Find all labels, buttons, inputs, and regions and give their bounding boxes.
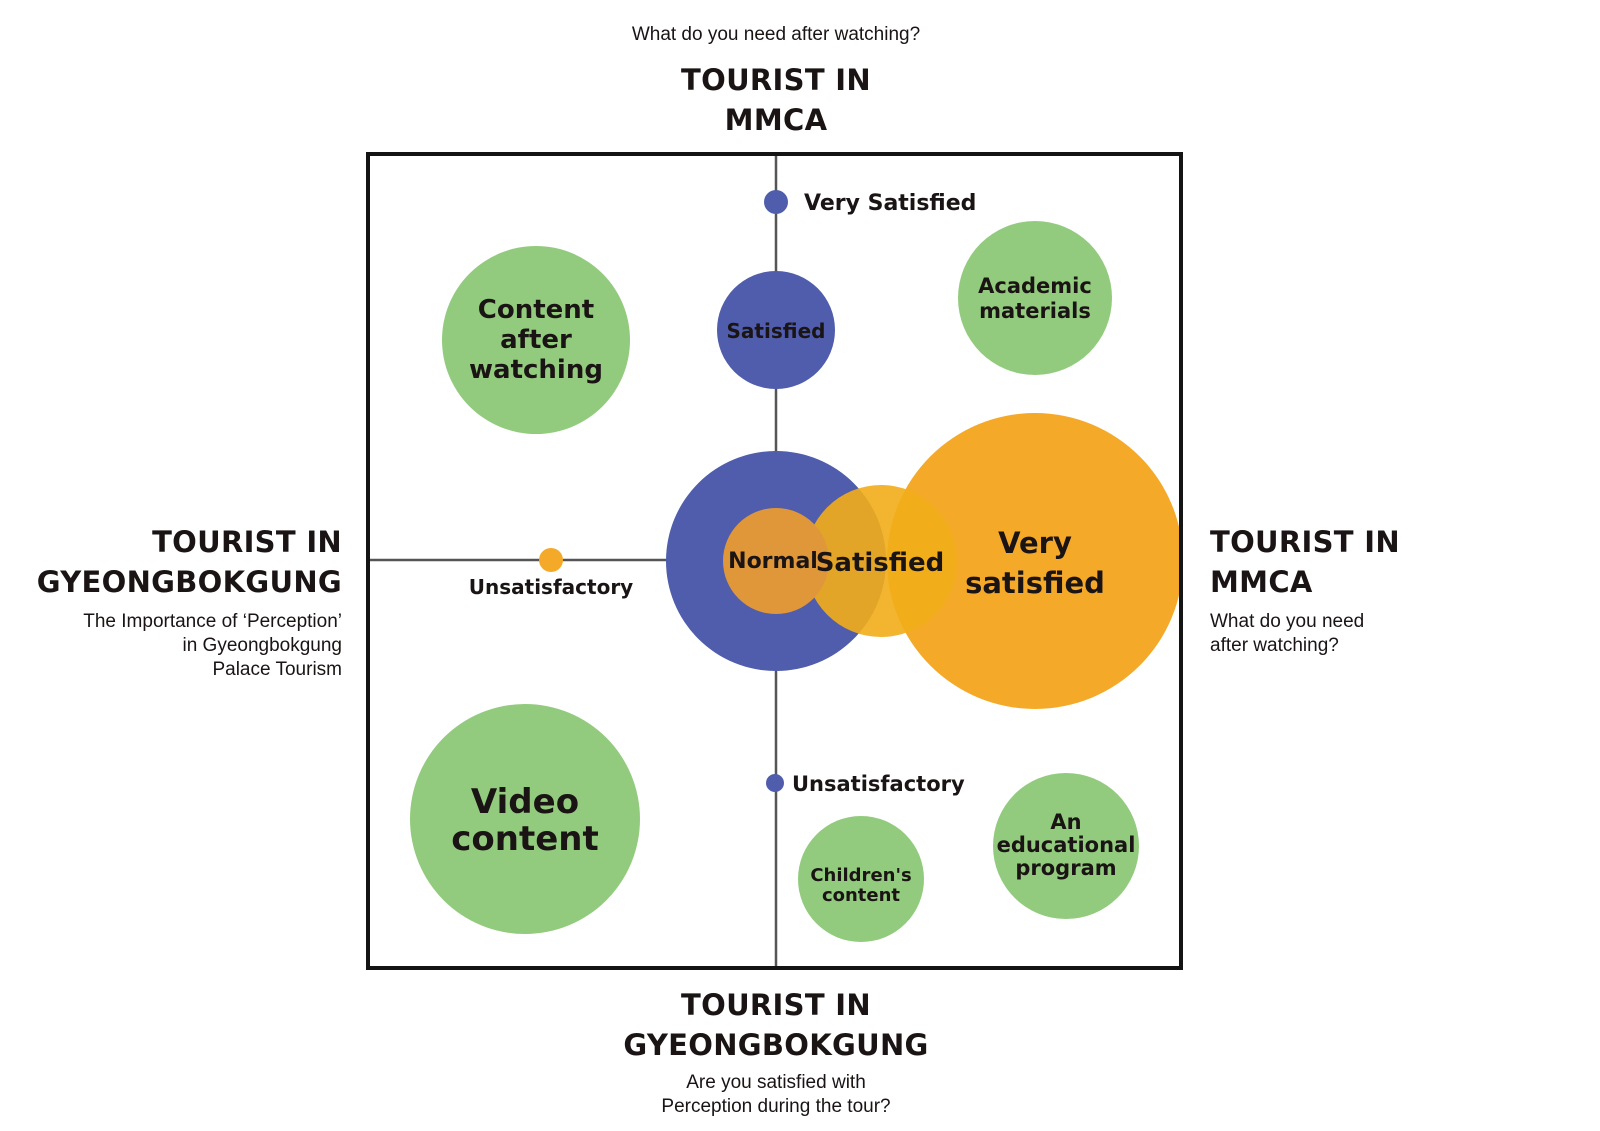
unsatisfactory-blue-label: Unsatisfactory bbox=[792, 772, 965, 796]
satisfied-orange-label: Satisfied bbox=[816, 548, 945, 578]
children-label-1: Children's bbox=[810, 865, 911, 886]
left-sub-line3: Palace Tourism bbox=[212, 659, 342, 680]
bottom-title-line2: GYEONGBOKGUNG bbox=[623, 1028, 929, 1062]
unsatisfactory-blue-dot bbox=[766, 774, 784, 792]
left-subtitle: The Importance of ‘Perception’ in Gyeong… bbox=[20, 610, 342, 682]
bottom-title-line1: TOURIST IN bbox=[681, 988, 871, 1022]
content-label-3: watching bbox=[469, 355, 603, 385]
normal-label: Normal bbox=[728, 549, 818, 574]
very-satisfied-blue-dot bbox=[764, 190, 788, 214]
very-satisfied-blue-label: Very Satisfied bbox=[804, 191, 976, 216]
edu-label-3: program bbox=[1015, 856, 1116, 880]
satisfied-blue-label: Satisfied bbox=[727, 319, 826, 343]
right-subtitle: What do you need after watching? bbox=[1210, 610, 1570, 658]
left-title: TOURIST IN GYEONGBOKGUNG bbox=[20, 522, 342, 602]
bottom-sub-line1: Are you satisfied with bbox=[686, 1072, 866, 1093]
children-label-2: content bbox=[822, 885, 900, 906]
content-after-watching-bubble bbox=[442, 246, 630, 434]
left-sub-line2: in Gyeongbokgung bbox=[182, 635, 342, 656]
video-label-1: Video bbox=[471, 782, 579, 822]
top-title-line1: TOURIST IN bbox=[681, 63, 871, 97]
very-satisfied-orange-label-1: Very bbox=[998, 526, 1072, 560]
edu-label-1: An bbox=[1050, 810, 1081, 834]
top-title-line2: MMCA bbox=[724, 103, 828, 137]
quadrant-frame bbox=[366, 152, 1183, 970]
top-title: TOURIST IN MMCA bbox=[576, 60, 976, 140]
content-label-1: Content bbox=[478, 295, 594, 325]
bottom-title: TOURIST IN GYEONGBOKGUNG bbox=[576, 985, 976, 1065]
satisfied-orange-bubble bbox=[805, 485, 957, 637]
right-title-line1: TOURIST IN bbox=[1210, 525, 1400, 559]
right-title-line2: MMCA bbox=[1210, 565, 1313, 599]
childrens-content-bubble bbox=[798, 816, 924, 942]
academic-label-2: materials bbox=[979, 299, 1091, 323]
right-title: TOURIST IN MMCA bbox=[1210, 522, 1570, 602]
unsatisfactory-orange-dot bbox=[539, 548, 563, 572]
left-title-line2: GYEONGBOKGUNG bbox=[36, 565, 342, 599]
very-satisfied-orange-bubble bbox=[887, 413, 1183, 709]
top-question: What do you need after watching? bbox=[631, 24, 921, 45]
unsatisfactory-orange-label: Unsatisfactory bbox=[469, 575, 633, 599]
video-content-bubble bbox=[410, 704, 640, 934]
educational-program-bubble bbox=[993, 773, 1139, 919]
video-label-2: content bbox=[451, 819, 599, 859]
left-sub-line1: The Importance of ‘Perception’ bbox=[83, 611, 342, 632]
normal-orange-bubble bbox=[723, 508, 829, 614]
edu-label-2: educational bbox=[997, 833, 1136, 857]
bottom-subtitle: Are you satisfied with Perception during… bbox=[576, 1071, 976, 1119]
content-label-2: after bbox=[500, 325, 572, 355]
left-title-line1: TOURIST IN bbox=[152, 525, 342, 559]
academic-label-1: Academic bbox=[978, 274, 1092, 298]
bottom-sub-line2: Perception during the tour? bbox=[661, 1096, 891, 1117]
very-satisfied-orange-label-2: satisfied bbox=[965, 566, 1105, 600]
right-sub-line2: after watching? bbox=[1210, 635, 1339, 656]
right-sub-line1: What do you need bbox=[1210, 611, 1365, 632]
academic-materials-bubble bbox=[958, 221, 1112, 375]
satisfied-blue-bubble bbox=[717, 271, 835, 389]
